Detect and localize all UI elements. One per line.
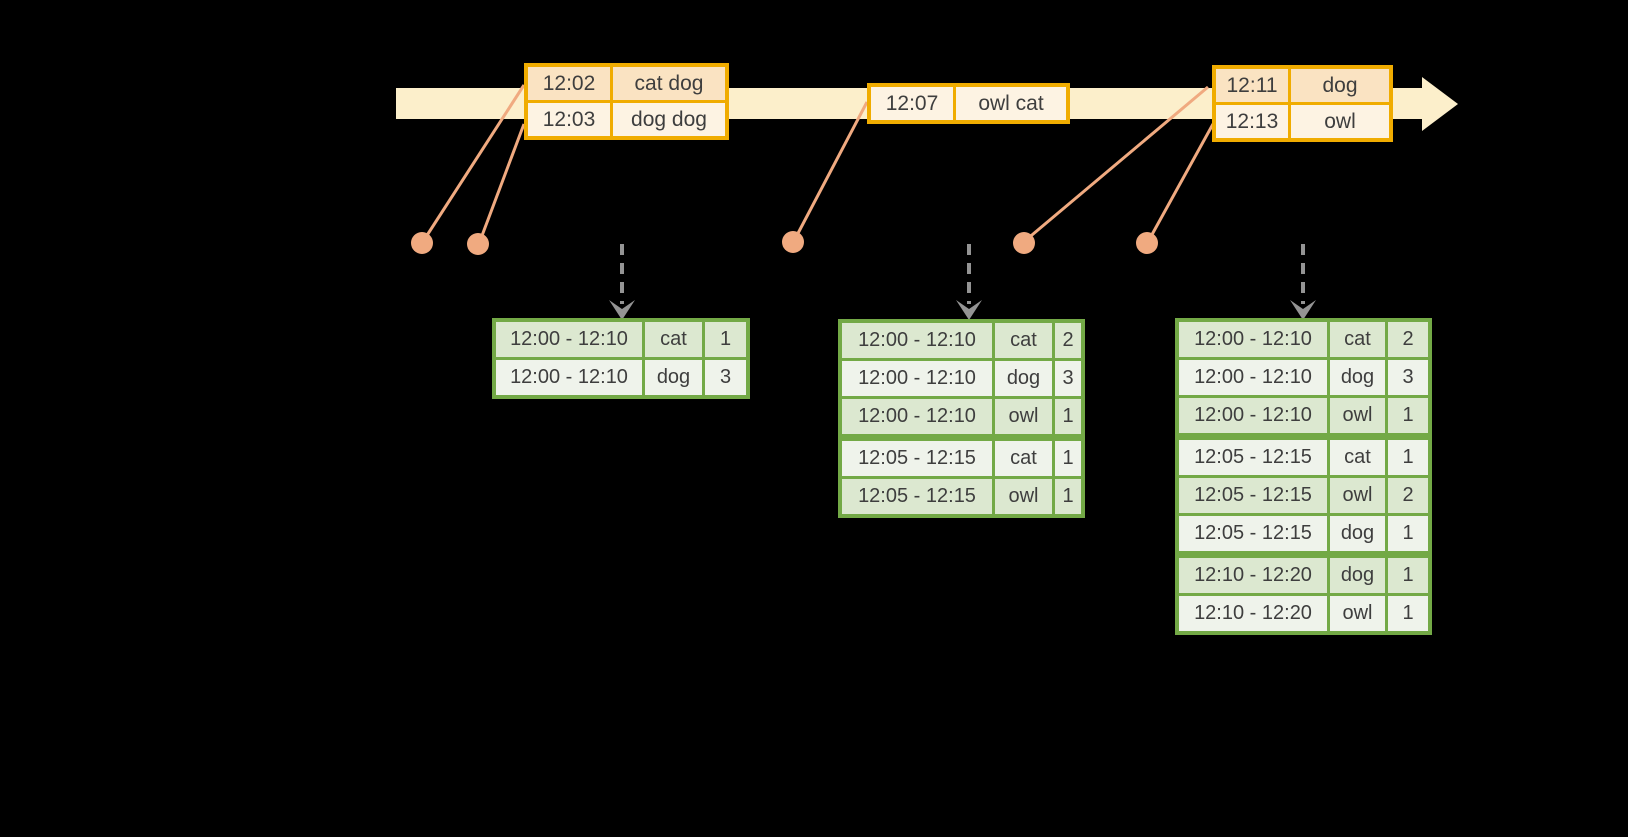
result-word-cell: dog (1330, 516, 1385, 551)
result-window-cell: 12:00 - 12:10 (496, 360, 642, 395)
result-count-cell: 1 (1388, 398, 1428, 433)
result-window-cell: 12:00 - 12:10 (842, 323, 992, 358)
event-dot (1013, 232, 1035, 254)
result-word-cell: owl (995, 479, 1052, 514)
result-count-cell: 1 (1388, 440, 1428, 475)
result-count-cell: 3 (705, 360, 746, 395)
event-connector-line (422, 84, 526, 241)
result-word-cell: dog (645, 360, 702, 395)
result-window-cell: 12:05 - 12:15 (842, 441, 992, 476)
result-count-cell: 1 (1388, 596, 1428, 631)
result-word-cell: owl (1330, 478, 1385, 513)
event-dot (467, 233, 489, 255)
event-dot (1136, 232, 1158, 254)
result-word-cell: owl (1330, 596, 1385, 631)
result-window-cell: 12:10 - 12:20 (1179, 558, 1327, 593)
event-time-cell: 12:03 (528, 103, 610, 136)
result-window-cell: 12:05 - 12:15 (842, 479, 992, 514)
event-words-cell: owl (1291, 105, 1389, 138)
event-words-cell: dog dog (613, 103, 725, 136)
result-window-cell: 12:00 - 12:10 (1179, 322, 1327, 357)
event-connector-line (478, 123, 526, 242)
timeline-arrowhead-icon (1422, 77, 1458, 131)
result-count-cell: 1 (1388, 516, 1428, 551)
event-time-cell: 12:02 (528, 67, 610, 100)
result-count-cell: 1 (1055, 479, 1081, 514)
event-time-cell: 12:07 (871, 87, 953, 120)
event-connector-line (1025, 85, 1209, 242)
result-word-cell: cat (995, 441, 1052, 476)
event-words-cell: dog (1291, 69, 1389, 102)
result-word-cell: dog (1330, 360, 1385, 395)
result-window-cell: 12:00 - 12:10 (1179, 360, 1327, 395)
result-count-cell: 2 (1388, 322, 1428, 357)
result-window-cell: 12:00 - 12:10 (842, 399, 992, 434)
event-connector-line (1147, 123, 1215, 241)
result-count-cell: 2 (1388, 478, 1428, 513)
result-window-cell: 12:05 - 12:15 (1179, 478, 1327, 513)
trigger-arrowhead-icon (1290, 300, 1316, 320)
event-time-cell: 12:11 (1216, 69, 1288, 102)
event-words-cell: cat dog (613, 67, 725, 100)
result-count-cell: 3 (1388, 360, 1428, 395)
result-word-cell: cat (1330, 322, 1385, 357)
trigger-arrowhead-icon (609, 300, 635, 320)
result-window-cell: 12:05 - 12:15 (1179, 440, 1327, 475)
event-words-cell: owl cat (956, 87, 1066, 120)
result-count-cell: 1 (1055, 399, 1081, 434)
event-dot (782, 231, 804, 253)
trigger-arrowhead-icon (956, 300, 982, 320)
result-window-cell: 12:00 - 12:10 (1179, 398, 1327, 433)
result-count-cell: 3 (1055, 361, 1081, 396)
result-word-cell: cat (1330, 440, 1385, 475)
result-count-cell: 1 (1055, 441, 1081, 476)
event-dot (411, 232, 433, 254)
result-window-cell: 12:00 - 12:10 (496, 322, 642, 357)
result-word-cell: cat (645, 322, 702, 357)
result-window-cell: 12:05 - 12:15 (1179, 516, 1327, 551)
result-count-cell: 2 (1055, 323, 1081, 358)
result-window-cell: 12:10 - 12:20 (1179, 596, 1327, 631)
event-time-cell: 12:13 (1216, 105, 1288, 138)
event-connector-line (793, 101, 869, 240)
result-window-cell: 12:00 - 12:10 (842, 361, 992, 396)
result-count-cell: 1 (1388, 558, 1428, 593)
result-count-cell: 1 (705, 322, 746, 357)
result-word-cell: dog (1330, 558, 1385, 593)
result-word-cell: dog (995, 361, 1052, 396)
result-word-cell: owl (1330, 398, 1385, 433)
result-word-cell: cat (995, 323, 1052, 358)
result-word-cell: owl (995, 399, 1052, 434)
